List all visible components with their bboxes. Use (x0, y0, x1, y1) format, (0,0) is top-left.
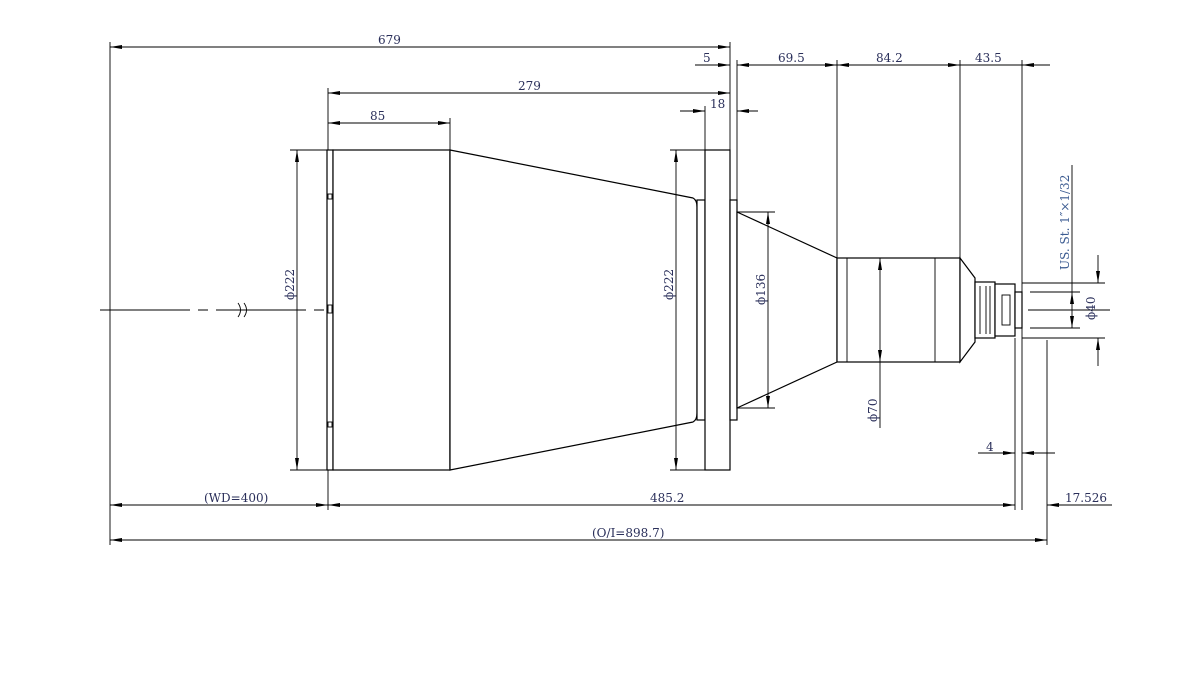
dim-dia-222-front: ϕ222 (283, 269, 297, 300)
dim-84-2: 84.2 (876, 51, 903, 65)
dim-4: 4 (986, 440, 994, 454)
dim-dia-222-flange: ϕ222 (662, 269, 676, 300)
dim-17-526: 17.526 (1065, 491, 1107, 505)
dim-69-5: 69.5 (778, 51, 805, 65)
dim-dia-70: ϕ70 (866, 399, 880, 422)
break-symbol (237, 302, 247, 318)
dim-wd: (WD=400) (204, 491, 268, 505)
dim-oi: (O/I=898.7) (592, 526, 664, 540)
dim-dia-40: ϕ40 (1084, 297, 1098, 320)
dim-dia-136: ϕ136 (754, 274, 768, 305)
dim-43-5: 43.5 (975, 51, 1002, 65)
dim-5: 5 (703, 51, 711, 65)
dim-279: 279 (518, 79, 541, 93)
dim-85: 85 (370, 109, 385, 123)
dimension-lines (110, 45, 1112, 542)
dim-18: 18 (710, 97, 725, 111)
dim-485-2: 485.2 (650, 491, 684, 505)
thread-spec: US. St. 1″×1/32 (1058, 175, 1072, 270)
dim-679: 679 (378, 33, 401, 47)
lens-body (326, 149, 1023, 471)
